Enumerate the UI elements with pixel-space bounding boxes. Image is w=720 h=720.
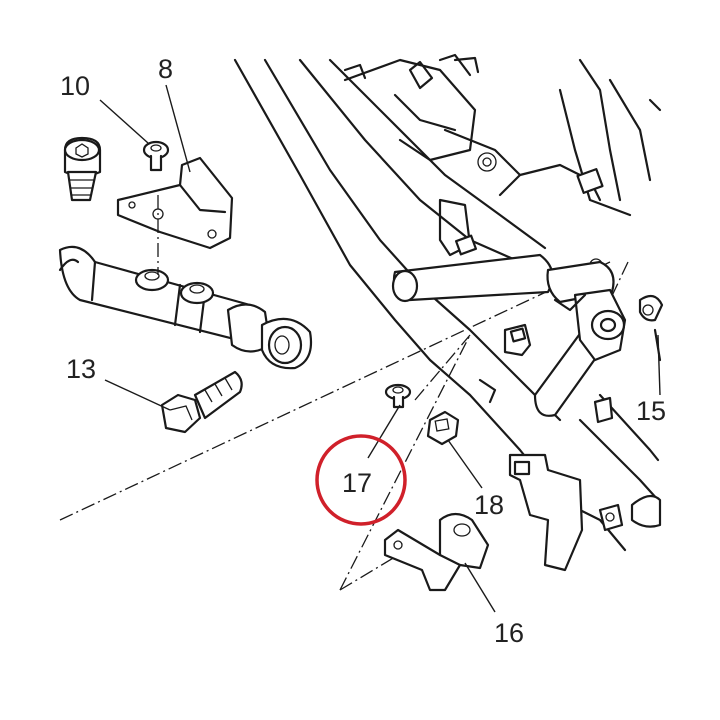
leader-8 [165, 84, 191, 173]
part-16-bracket [383, 512, 490, 592]
callout-labels: 8 10 13 15 16 17 18 [60, 54, 666, 648]
leader-10 [99, 99, 149, 144]
callout-13: 13 [66, 354, 96, 384]
callout-17: 17 [342, 468, 372, 498]
callout-10: 10 [60, 71, 90, 101]
shock-absorber [58, 245, 313, 370]
callout-16: 16 [494, 618, 524, 648]
part-10-screw [142, 140, 170, 172]
part-18-nut [426, 410, 460, 446]
socket-bolt [63, 136, 102, 202]
callout-15: 15 [636, 396, 666, 426]
part-17-screw [384, 383, 412, 409]
linkage-mount [546, 260, 664, 362]
callout-18: 18 [474, 490, 504, 520]
lower-brackets [478, 323, 624, 572]
leader-lines [99, 84, 661, 613]
callout-8: 8 [158, 54, 173, 84]
leader-15 [657, 334, 661, 396]
part-8-bracket [116, 156, 234, 275]
leader-16 [464, 562, 496, 613]
leader-17 [367, 404, 401, 459]
leader-18 [447, 439, 483, 489]
leader-13 [104, 379, 171, 411]
part-13-hex-bolt [160, 370, 243, 434]
highlight-circle [315, 434, 407, 526]
